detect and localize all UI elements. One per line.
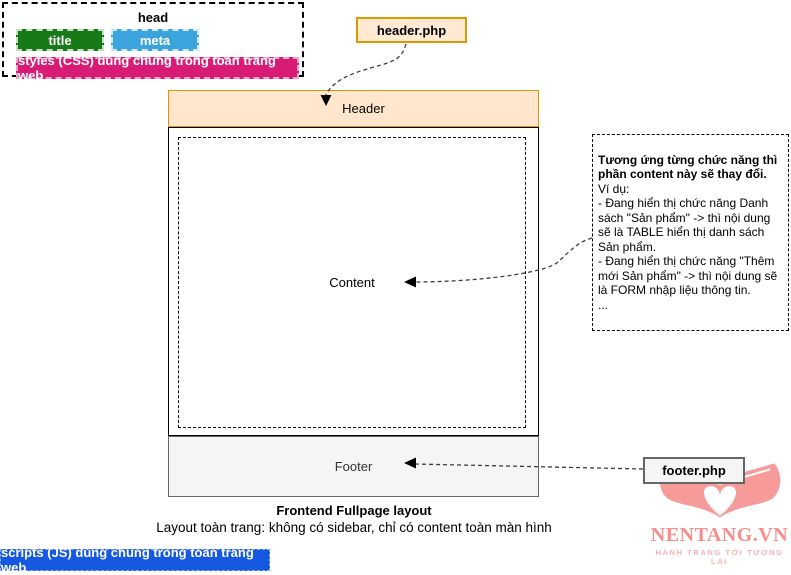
content-annotation-note: Tương ứng từng chức năng thì phần conten…: [592, 134, 789, 331]
head-panel: head title meta styles (CSS) dùng chung …: [2, 2, 304, 83]
logo-tagline-text: HÀNH TRANG TỚI TƯƠNG LAI: [655, 548, 784, 566]
layout-header-bar: Header: [168, 90, 539, 127]
annotation-body: Ví dụ: - Đang hiển thị chức năng Danh sá…: [598, 181, 778, 312]
connector-headerphp-to-header: [325, 43, 407, 96]
layout-footer-bar: Footer: [168, 436, 539, 497]
nentang-logo: NENTANG.VN HÀNH TRANG TỚI TƯƠNG LAI: [648, 460, 791, 566]
meta-tag: meta: [111, 29, 199, 51]
caption-subtitle: Layout toàn trang: không có sidebar, chỉ…: [156, 520, 552, 535]
diagram-caption: Frontend Fullpage layout Layout toàn tra…: [98, 503, 610, 535]
scripts-js-bar: scripts (JS) dùng chung trong toàn trang…: [0, 545, 270, 575]
header-php-box: header.php: [356, 17, 467, 43]
logo-brand-text: NENTANG.VN: [650, 524, 789, 546]
styles-css-bar: styles (CSS) dùng chung trong toàn trang…: [16, 53, 299, 83]
footer-php-box: footer.php: [643, 457, 745, 484]
annotation-intro: Tương ứng từng chức năng thì phần conten…: [598, 152, 778, 182]
head-panel-title: head: [137, 10, 169, 25]
title-tag: title: [16, 29, 104, 51]
caption-title: Frontend Fullpage layout: [276, 503, 432, 518]
layout-content-box: Content: [178, 137, 526, 428]
